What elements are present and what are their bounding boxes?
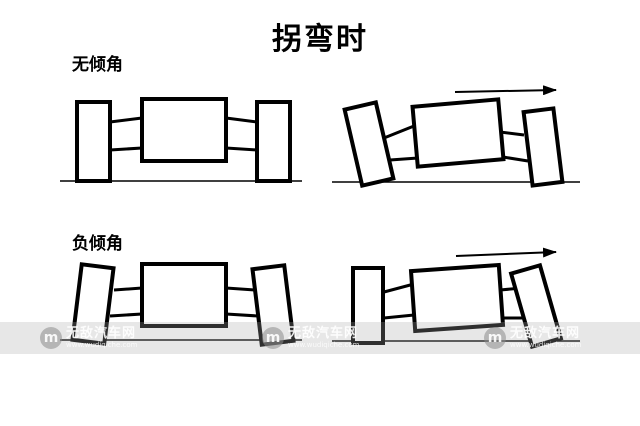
right-wheel (255, 100, 292, 183)
link-lower-right (225, 146, 258, 152)
car-body (408, 262, 506, 334)
left-wheel (75, 100, 112, 183)
link-lower-left (109, 146, 143, 152)
link-upper-right (225, 286, 256, 292)
link-lower-left (383, 313, 415, 320)
negative-camber-turning-axle (332, 247, 580, 350)
link-upper-left (383, 124, 415, 140)
link-upper-left (109, 116, 143, 124)
watermark-subtitle: www.wudiqiche.com (510, 341, 582, 349)
link-upper-right (225, 116, 258, 124)
turn-direction-arrow (454, 85, 557, 96)
left-wheel (70, 262, 116, 346)
no-camber-turning-axle (332, 85, 580, 188)
diagram-title: 拐弯时 (272, 22, 368, 57)
link-upper-left (113, 286, 143, 292)
watermark-logo-icon: m (40, 327, 62, 349)
car-body (410, 97, 506, 169)
watermark-name: 无敌汽车网 (66, 326, 137, 341)
watermark: m 无敌汽车网 www.wudiqiche.com (40, 324, 137, 352)
right-wheel (508, 262, 564, 350)
negative-camber-straight-axle (60, 262, 302, 347)
label-negative-camber: 负倾角 (72, 234, 123, 254)
watermark: m 无敌汽车网 www.wudiqiche.com (262, 324, 359, 352)
right-wheel (521, 106, 565, 188)
link-lower-left (109, 312, 143, 318)
link-lower-right (502, 155, 529, 163)
left-wheel (342, 100, 396, 188)
link-lower-right (225, 312, 259, 318)
watermark-logo-icon: m (262, 327, 284, 349)
watermark-logo-icon: m (484, 327, 506, 349)
watermark-band (0, 322, 640, 354)
car-body (140, 97, 228, 163)
watermark-name: 无敌汽车网 (510, 326, 581, 341)
watermark: m 无敌汽车网 www.wudiqiche.com (484, 324, 581, 352)
link-lower-left (389, 156, 419, 162)
link-upper-left (383, 282, 415, 294)
turn-direction-arrow (455, 247, 557, 258)
watermark-name: 无敌汽车网 (288, 326, 359, 341)
watermark-subtitle: www.wudiqiche.com (66, 341, 138, 349)
left-wheel (351, 266, 385, 345)
link-upper-right (499, 130, 525, 137)
watermark-subtitle: www.wudiqiche.com (288, 341, 360, 349)
label-no-camber: 无倾角 (72, 55, 123, 75)
no-camber-straight-axle (60, 97, 302, 183)
car-body (140, 262, 228, 328)
